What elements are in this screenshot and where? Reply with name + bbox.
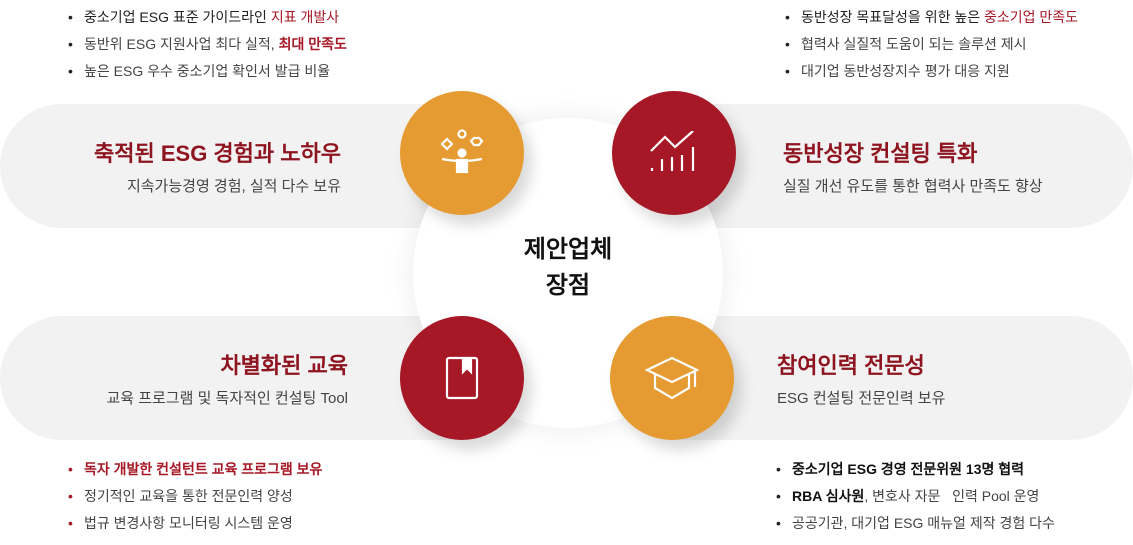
bottom-left-title: 차별화된 교육 [220, 353, 348, 378]
top-left-bullets: 중소기업 ESG 표준 가이드라인 지표 개발사 동반위 ESG 지원사업 최다… [66, 4, 347, 85]
bullet-item: 공공기관, 대기업 ESG 매뉴얼 제작 경험 다수 [774, 510, 1055, 537]
top-left-title: 축적된 ESG 경험과 노하우 [94, 141, 341, 166]
bullet-item: 중소기업 ESG 경영 전문위원 13명 협력 [774, 456, 1055, 483]
bullet-item: 독자 개발한 컨설턴트 교육 프로그램 보유 [66, 456, 322, 483]
book-icon [445, 356, 479, 400]
top-left-subtitle: 지속가능경영 경험, 실적 다수 보유 [126, 178, 341, 195]
center-line1: 제안업체 [523, 236, 613, 263]
bullet-text: 정기적인 교육을 통한 전문인력 양성 [84, 488, 293, 504]
bullet-item: 동반성장 목표달성을 위한 높은 중소기업 만족도 [783, 4, 1078, 31]
bullet-bold: RBA 심사원 [792, 488, 865, 504]
bullet-highlight: 지표 개발사 [270, 9, 340, 25]
growth-chart-icon [650, 131, 695, 171]
bullet-item: 법규 변경사항 모니터링 시스템 운영 [66, 510, 322, 537]
bullet-item: 높은 ESG 우수 중소기업 확인서 발급 비율 [66, 58, 347, 85]
bullet-highlight: 중소기업 만족도 [984, 9, 1079, 25]
bullet-item: 동반위 ESG 지원사업 최다 실적, 최대 만족도 [66, 31, 347, 58]
bullet-text: 공공기관, 대기업 ESG 매뉴얼 제작 경험 다수 [792, 515, 1055, 531]
bullet-item: 협력사 실질적 도움이 되는 솔루션 제시 [783, 31, 1078, 58]
bullet-text: 법규 변경사항 모니터링 시스템 운영 [84, 515, 293, 531]
graduation-cap-icon [645, 356, 699, 400]
bullet-item: 중소기업 ESG 표준 가이드라인 지표 개발사 [66, 4, 347, 31]
growth-circle [612, 91, 736, 215]
top-right-bullets: 동반성장 목표달성을 위한 높은 중소기업 만족도 협력사 실질적 도움이 되는… [783, 4, 1078, 85]
bottom-right-title: 참여인력 전문성 [777, 353, 925, 378]
bullet-item: RBA 심사원, 변호사 자문 인력 Pool 운영 [774, 483, 1055, 510]
experience-circle [400, 91, 524, 215]
bottom-right-bullets: 중소기업 ESG 경영 전문위원 13명 협력 RBA 심사원, 변호사 자문 … [774, 456, 1055, 537]
top-right-title: 동반성장 컨설팅 특화 [783, 141, 978, 166]
bullet-highlight: 최대 만족도 [278, 36, 347, 52]
bullet-text: 동반위 ESG 지원사업 최다 실적, [84, 36, 279, 52]
center-line2: 장점 [545, 272, 591, 299]
bottom-left-subtitle: 교육 프로그램 및 독자적인 컨설팅 Tool [106, 390, 348, 407]
education-circle [400, 316, 524, 440]
bullet-text: 협력사 실질적 도움이 되는 솔루션 제시 [801, 36, 1027, 52]
people-ideas-icon [440, 129, 484, 174]
bottom-right-subtitle: ESG 컨설팅 전문인력 보유 [777, 390, 946, 407]
bullet-item: 정기적인 교육을 통한 전문인력 양성 [66, 483, 322, 510]
bullet-text: 중소기업 ESG 표준 가이드라인 [84, 9, 271, 25]
bullet-item: 대기업 동반성장지수 평가 대응 지원 [783, 58, 1078, 85]
bullet-text: , 변호사 자문 인력 Pool 운영 [864, 488, 1040, 504]
bullet-text: 동반성장 목표달성을 위한 높은 [801, 9, 984, 25]
bullet-highlight: 독자 개발한 컨설턴트 교육 프로그램 보유 [84, 461, 323, 477]
bottom-left-bullets: 독자 개발한 컨설턴트 교육 프로그램 보유 정기적인 교육을 통한 전문인력 … [66, 456, 322, 537]
expertise-circle [610, 316, 734, 440]
bullet-text: 대기업 동반성장지수 평가 대응 지원 [801, 63, 1010, 79]
bullet-text: 높은 ESG 우수 중소기업 확인서 발급 비율 [84, 63, 331, 79]
top-right-subtitle: 실질 개선 유도를 통한 협력사 만족도 향상 [783, 178, 1043, 195]
bullet-bold: 중소기업 ESG 경영 전문위원 13명 협력 [792, 461, 1025, 477]
